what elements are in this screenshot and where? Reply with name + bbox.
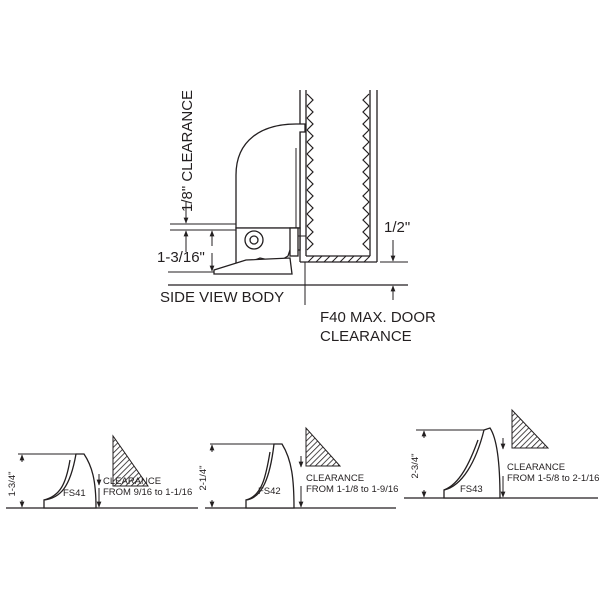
door-hatch-mark [306, 177, 314, 191]
height-right-label: 1/2" [384, 219, 410, 236]
fs43-body [443, 427, 501, 499]
door-hatch-mark [362, 129, 370, 143]
fs43-clearance-line2: FROM 1-5/8 to 2-1/16 [507, 473, 599, 484]
door-hatch-mark [306, 213, 314, 227]
stopper-dome [235, 123, 306, 229]
door-hatch-mark [306, 153, 314, 167]
side-view-body: 1/8" CLEARANCE 1-3/16" 1/2" SIDE VIEW BO… [157, 90, 436, 345]
fs42-body [245, 443, 295, 509]
door-hatching [306, 93, 371, 263]
fs41-height-label: 1-3/4" [7, 471, 18, 496]
fs42-door-hatch [305, 426, 342, 467]
max-clearance-line1: F40 MAX. DOOR [320, 309, 436, 326]
max-clearance-line2: CLEARANCE [320, 328, 412, 345]
door-hatch-mark [339, 255, 347, 263]
fs42-id: FS42 [258, 486, 281, 497]
model-fs42: 2-1/4" FS42 CLEARANCE FROM 1-1/8 to 1-9/… [198, 426, 398, 509]
door-hatch-mark [362, 177, 370, 191]
fs42-clearance-line1: CLEARANCE [306, 473, 364, 484]
clearance-top-label: 1/8" CLEARANCE [179, 90, 196, 212]
door-hatch-mark [362, 141, 370, 155]
fs43-door-hatch [511, 408, 550, 449]
mount-bracket [289, 227, 299, 257]
door-hatch-mark [306, 141, 314, 155]
fs41-id: FS41 [63, 488, 86, 499]
door-hatch-mark [331, 255, 339, 263]
fs41-body [43, 453, 97, 509]
door-slab [299, 90, 378, 263]
door-hatch-mark [362, 153, 370, 167]
door-hatch-mark [362, 225, 370, 239]
fs42-clearance-line2: FROM 1-1/8 to 1-9/16 [306, 484, 398, 495]
door-hatch-mark [347, 255, 355, 263]
door-hatch-mark [323, 255, 331, 263]
floor-plate [213, 257, 293, 275]
door-hatch-mark [315, 255, 323, 263]
door-hatch-mark [362, 105, 370, 119]
door-hatch-mark [362, 213, 370, 227]
door-hatch-mark [306, 117, 314, 131]
fs41-clearance-line1: CLEARANCE [103, 476, 161, 487]
door-hatch-mark [355, 255, 363, 263]
door-hatch-mark [306, 225, 314, 239]
door-hatch-mark [306, 189, 314, 203]
door-hatch-mark [306, 201, 314, 215]
fs43-height-label: 2-3/4" [410, 453, 421, 478]
model-fs43: 2-3/4" FS43 CLEARANCE FROM 1-5/8 to 2-1/… [404, 408, 599, 499]
door-hatch-mark [363, 255, 371, 263]
door-hatch-mark [362, 189, 370, 203]
door-hatch-mark [306, 93, 314, 107]
door-hatch-mark [362, 117, 370, 131]
height-left-label: 1-3/16" [157, 249, 205, 266]
door-hatch-mark [306, 129, 314, 143]
roller-inner [249, 235, 259, 245]
door-hatch-mark [362, 93, 370, 107]
door-hatch-mark [362, 237, 370, 251]
door-hatch-mark [307, 255, 315, 263]
model-fs41: 1-3/4" FS41 CLEARANCE FROM 9/16 to 1-1/1… [6, 434, 198, 509]
side-view-caption: SIDE VIEW BODY [160, 289, 284, 306]
fs43-id: FS43 [460, 484, 483, 495]
door-hatch-mark [306, 165, 314, 179]
door-hatch-mark [362, 165, 370, 179]
fs42-height-label: 2-1/4" [198, 465, 209, 490]
door-hatch-mark [306, 237, 314, 251]
door-hatch-mark [362, 201, 370, 215]
fs43-clearance-line1: CLEARANCE [507, 462, 565, 473]
door-hatch-mark [306, 105, 314, 119]
fs41-clearance-line2: FROM 9/16 to 1-1/16 [103, 487, 192, 498]
